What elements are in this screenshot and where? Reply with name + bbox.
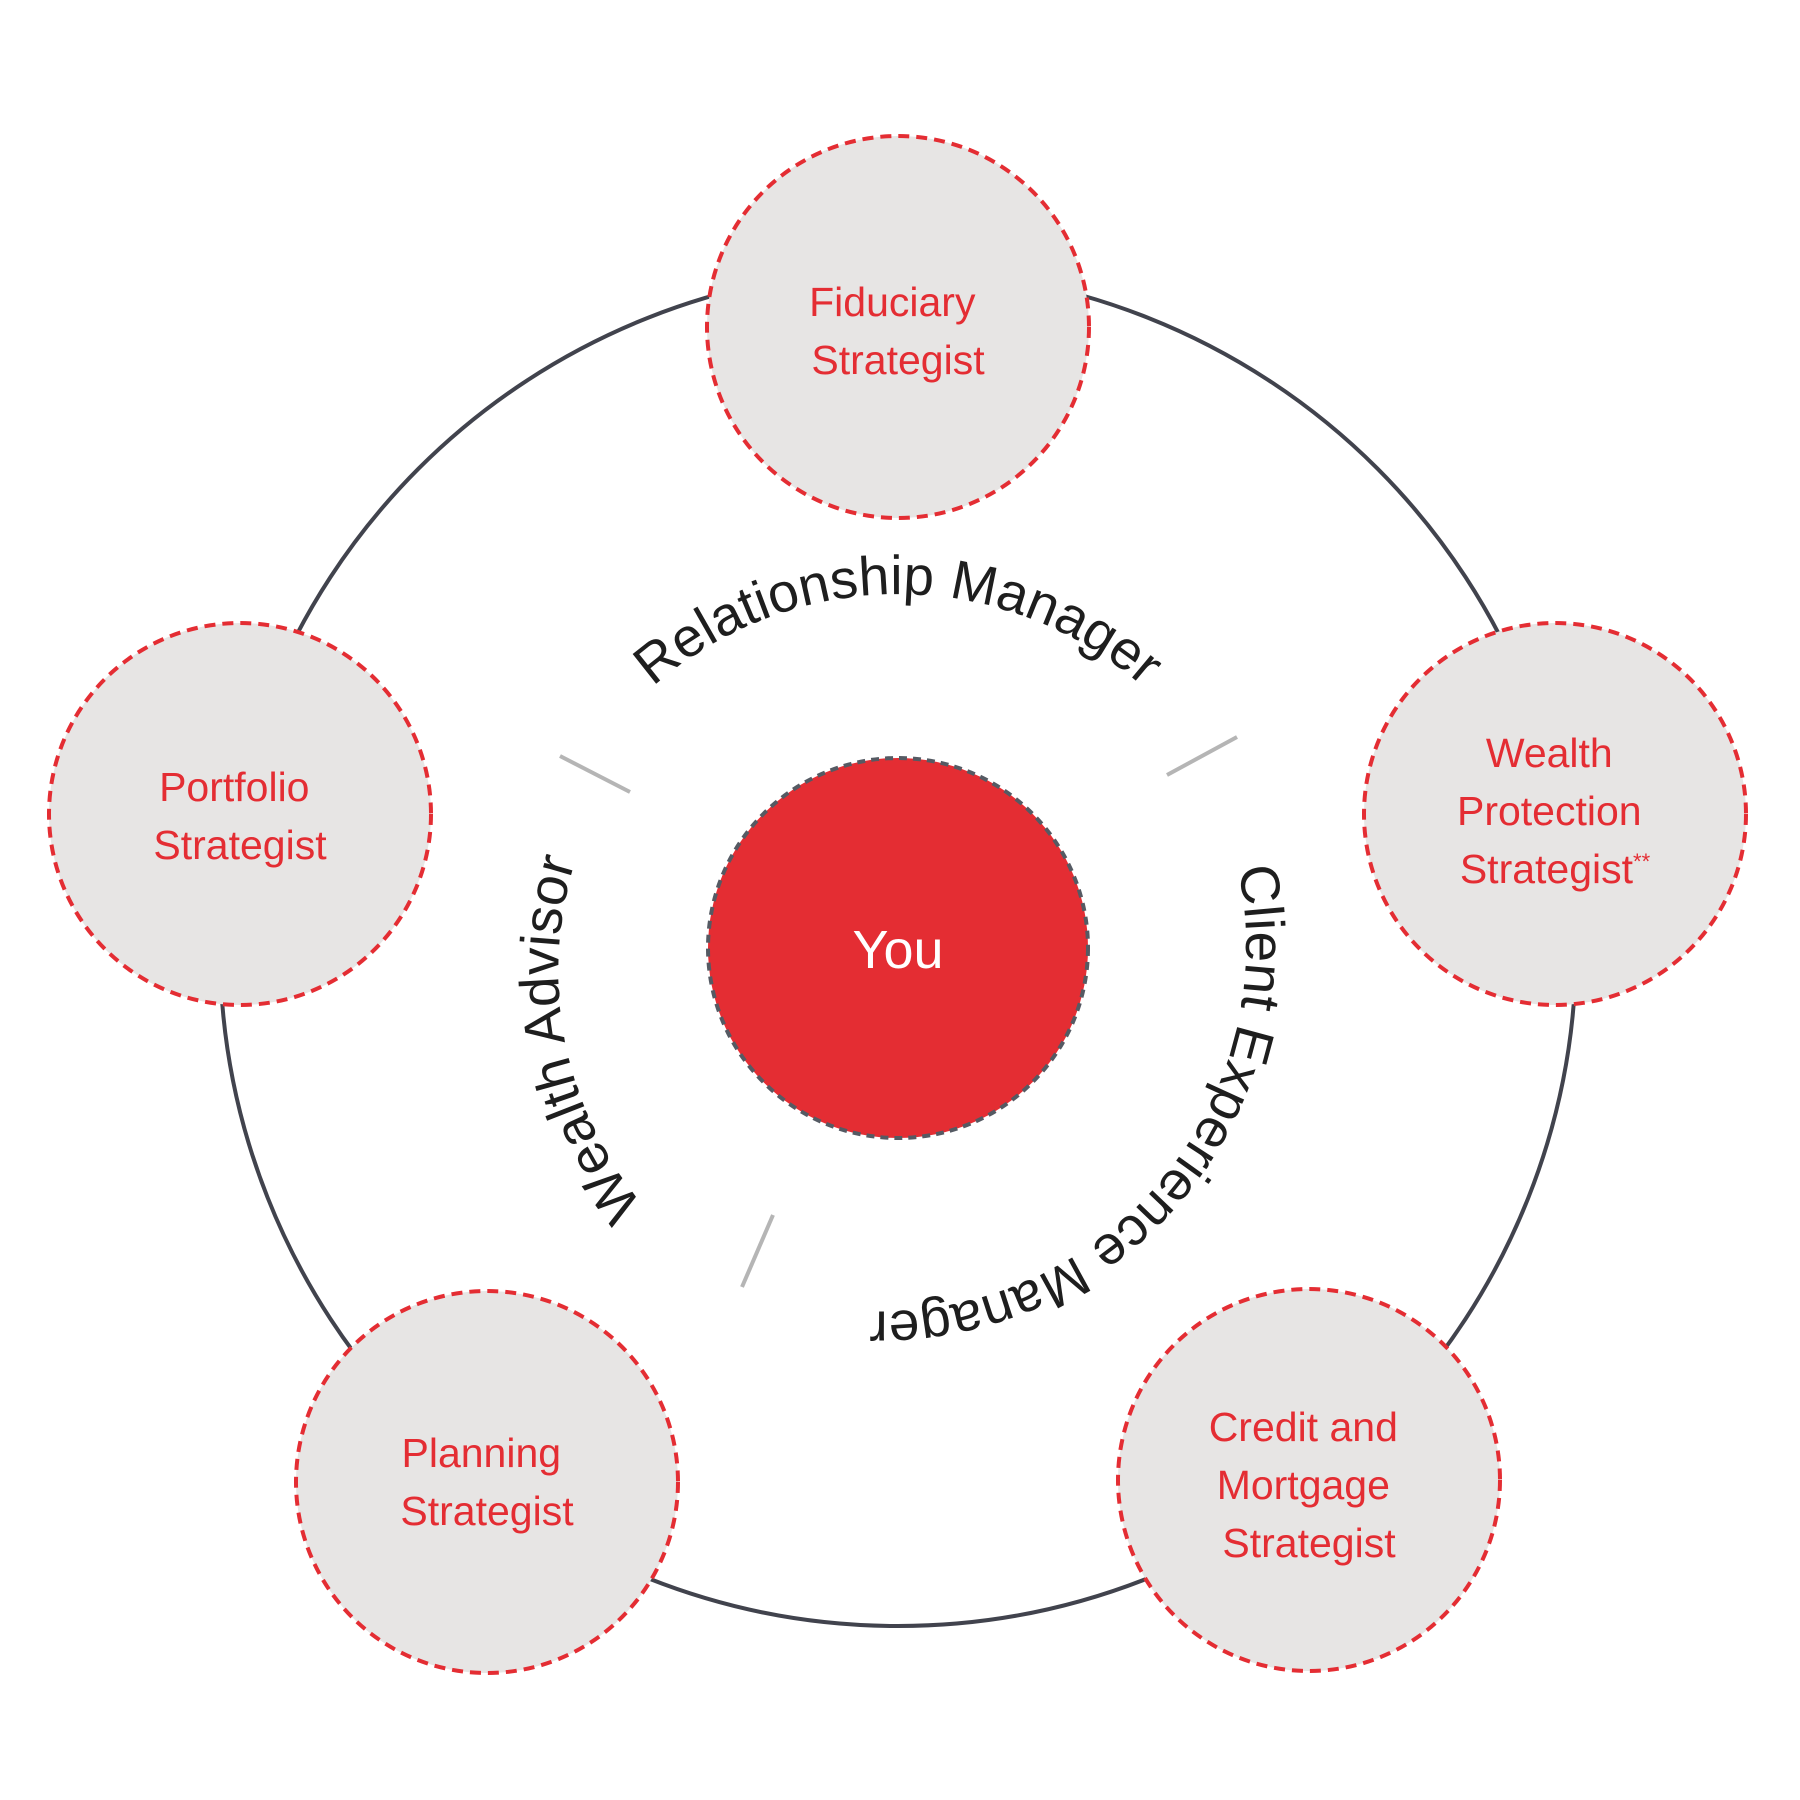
node-credit-mortgage-strategist: Credit and Mortgage Strategist (1116, 1287, 1502, 1673)
divider-right (1166, 735, 1238, 777)
role-relationship-manager: Relationship Manager (622, 544, 1176, 696)
center-node: You (706, 756, 1090, 1140)
planning-strategist-label: Planning Strategist (400, 1430, 574, 1534)
center-label: You (852, 920, 943, 980)
role-wealth-advisor: Wealth Advisor (508, 847, 652, 1235)
node-fiduciary-strategist: Fiduciary Strategist (705, 134, 1091, 520)
wealth-protection-strategist-label: Wealth Protection Strategist** (1457, 730, 1653, 892)
node-wealth-protection-strategist: Wealth Protection Strategist** (1362, 621, 1748, 1007)
divider-bottom (740, 1214, 775, 1288)
portfolio-strategist-label: Portfolio Strategist (153, 764, 327, 868)
credit-mortgage-strategist-label: Credit and Mortgage Strategist (1209, 1404, 1410, 1566)
fiduciary-strategist-label: Fiduciary Strategist (809, 279, 987, 383)
divider-left (559, 754, 631, 794)
node-planning-strategist: Planning Strategist (294, 1289, 680, 1675)
node-portfolio-strategist: Portfolio Strategist (47, 621, 433, 1007)
